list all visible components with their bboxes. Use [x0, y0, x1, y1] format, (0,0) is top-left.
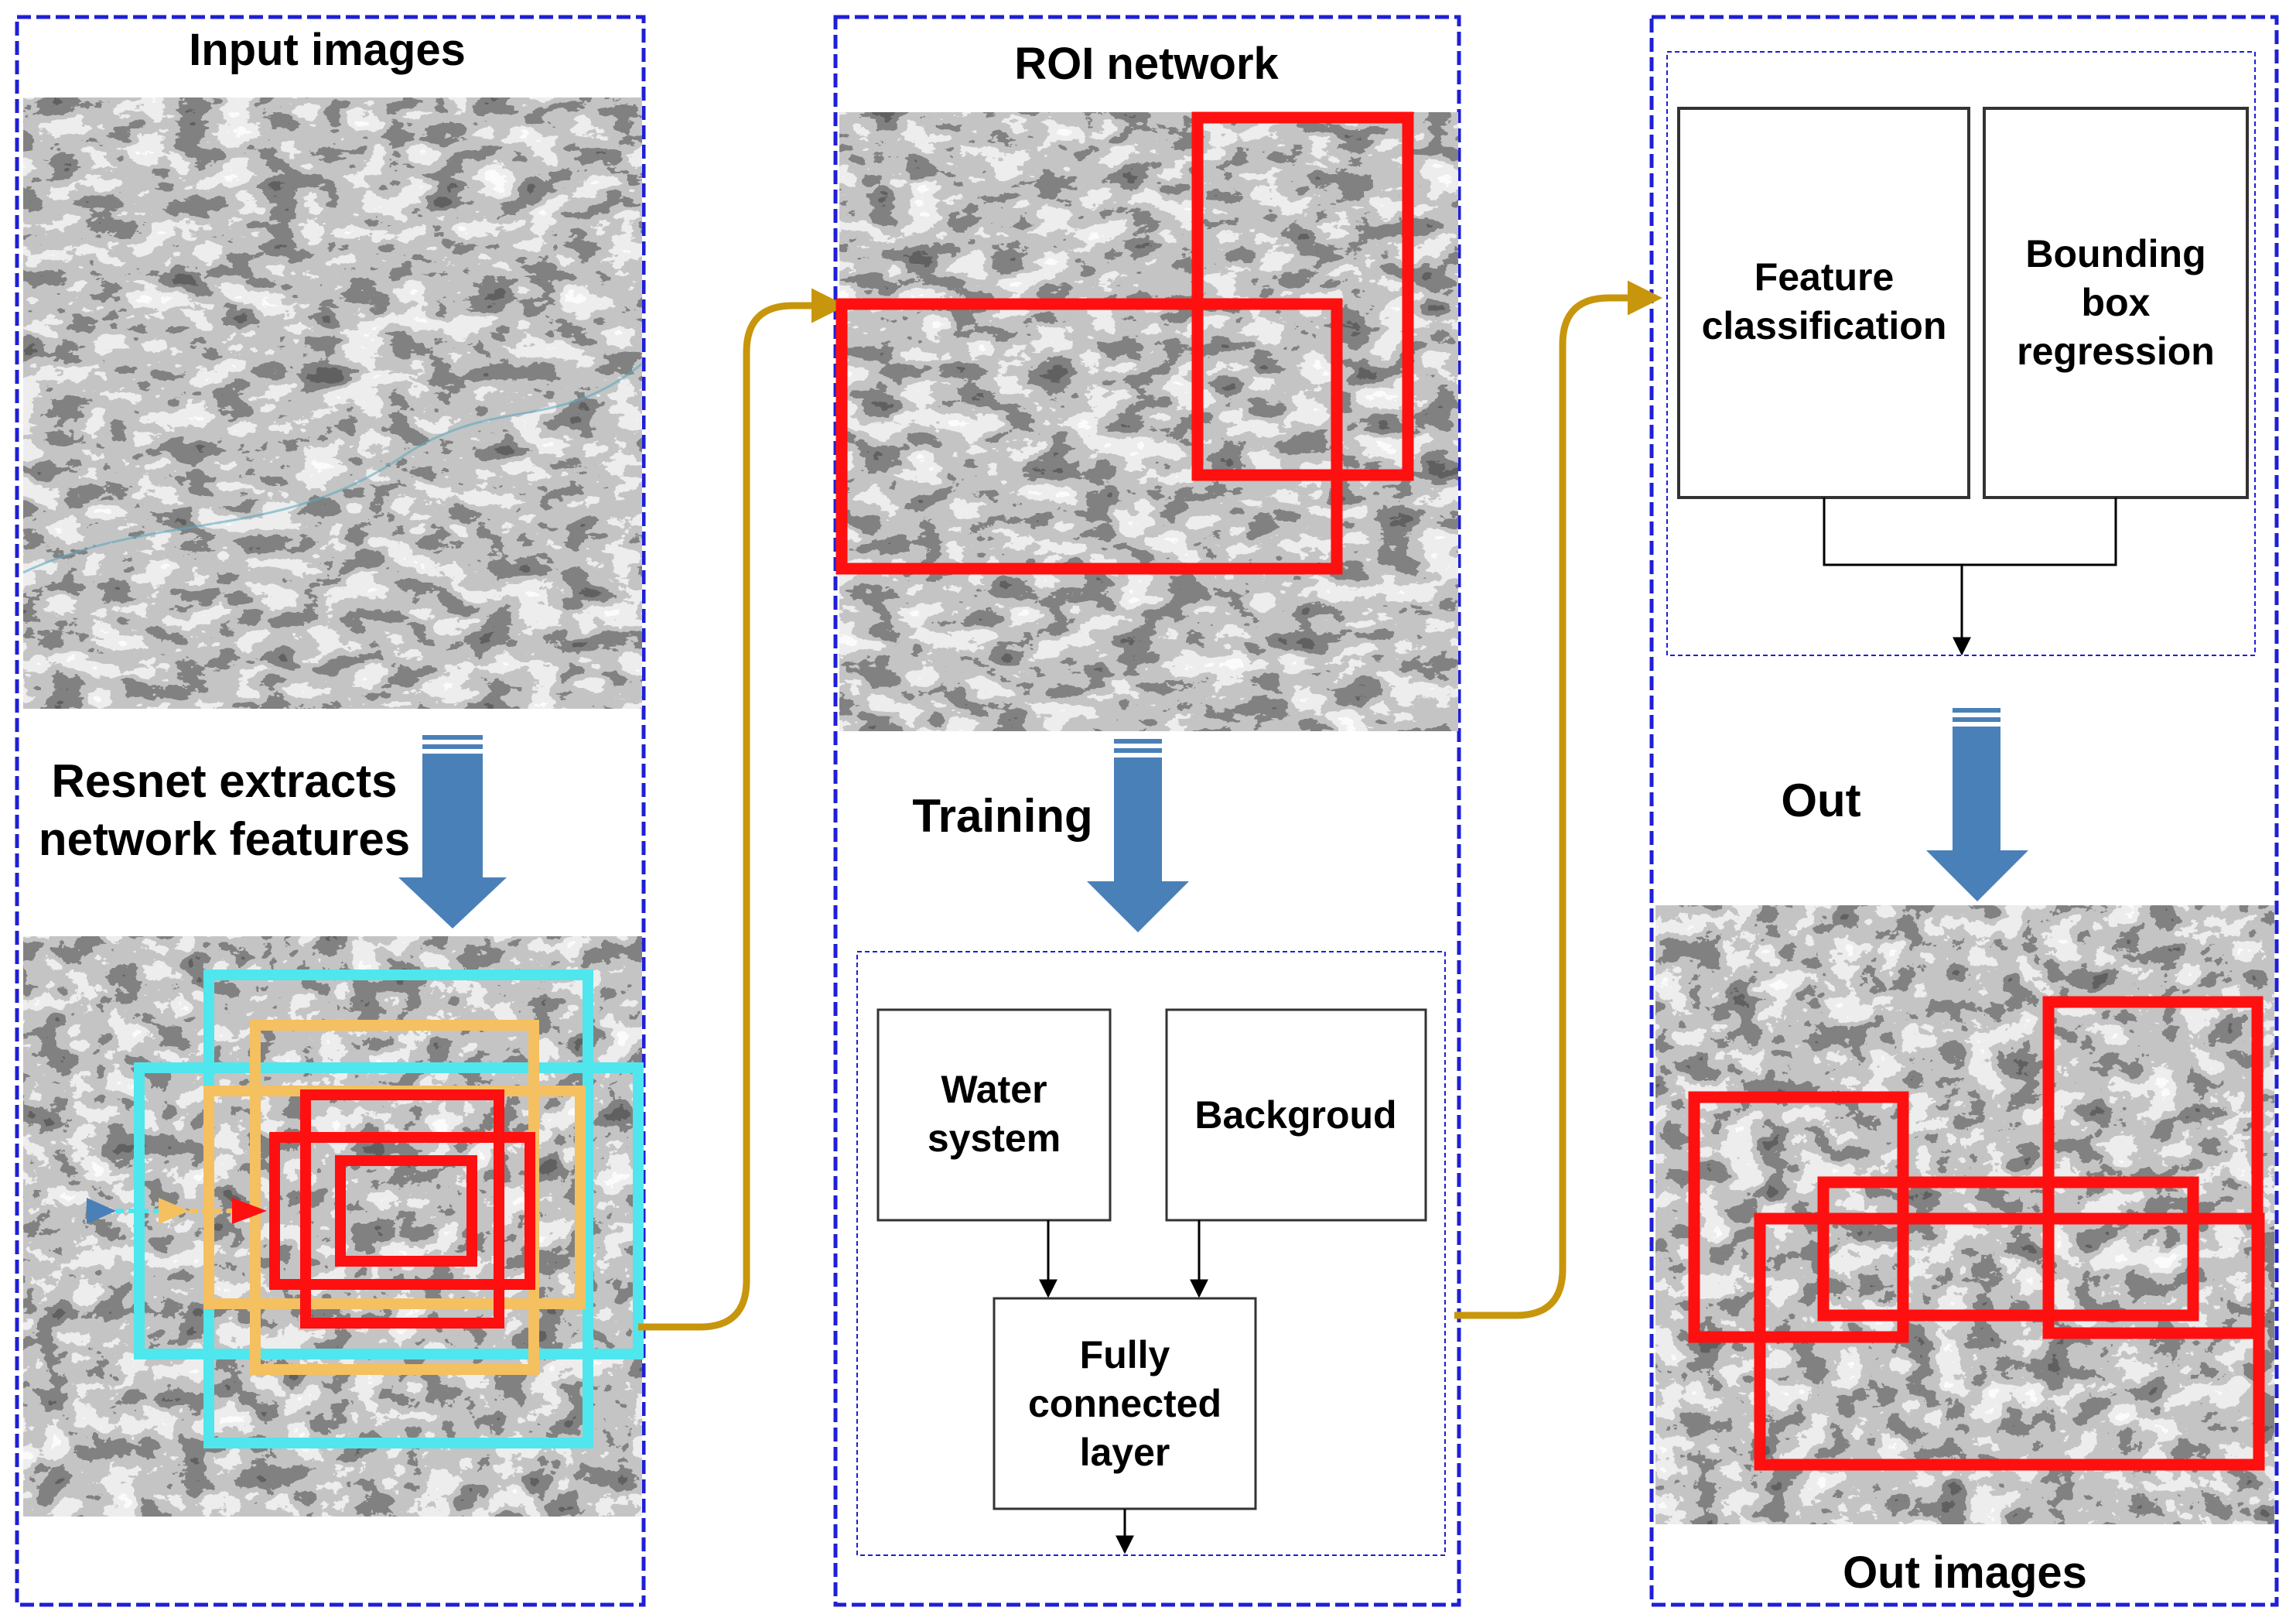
training-down-arrow	[1087, 739, 1189, 932]
roi-red-box	[1191, 111, 1414, 481]
output-footer: Out images	[1843, 1547, 2087, 1598]
background-box	[1165, 1008, 1427, 1222]
output-red-box	[2042, 996, 2264, 1339]
cyan-anchor-box	[134, 1062, 644, 1359]
flow-arrow-1	[638, 288, 846, 1331]
red-anchor-box	[269, 1132, 535, 1290]
output-red-box	[1817, 1176, 2199, 1322]
red-anchor-box	[300, 1089, 504, 1329]
yellow-pointer-icon	[159, 1198, 190, 1224]
roi-terrain-image	[839, 112, 1458, 731]
water-system-line2: system	[928, 1117, 1061, 1160]
water-system-box	[876, 1008, 1112, 1222]
feature-classification-box	[1677, 107, 1970, 499]
feature-classification-line2: classification	[1702, 304, 1947, 347]
water-system-line1: Water	[941, 1068, 1047, 1111]
flow-arrow-2	[1454, 280, 1662, 1319]
panel2-title: ROI network	[1014, 39, 1279, 89]
bbox-regression-line1: Bounding	[2025, 232, 2205, 275]
training-group-frame	[856, 951, 1446, 1556]
fc-line1: Fully	[1080, 1333, 1170, 1376]
resnet-label-line1: Resnet extracts	[52, 755, 398, 807]
out-down-arrow	[1926, 708, 2028, 901]
input-terrain-image	[22, 97, 643, 709]
merge-connector	[1823, 498, 2117, 654]
feature-classification-line1: Feature	[1754, 255, 1895, 299]
panel-roi	[833, 15, 1461, 1607]
fc-line2: connected	[1028, 1382, 1221, 1425]
background-label: Backgroud	[1194, 1093, 1396, 1137]
roi-red-box	[835, 298, 1343, 575]
bbox-regression-line2: box	[2082, 281, 2151, 324]
resnet-label-line2: network features	[39, 813, 410, 865]
anchor-boxes	[87, 970, 644, 1448]
training-label: Training	[912, 790, 1092, 842]
red-pointer-icon	[232, 1198, 267, 1224]
fc-line3: layer	[1080, 1431, 1170, 1474]
out-label: Out	[1781, 775, 1860, 826]
panel-output	[1649, 15, 2279, 1607]
resnet-down-arrow	[398, 735, 507, 928]
red-anchor-box	[335, 1155, 477, 1267]
panel1-title: Input images	[189, 25, 466, 75]
bbox-regression-line3: regression	[2017, 330, 2215, 373]
bbox-regression-box	[1983, 107, 2249, 499]
blue-pointer-icon	[87, 1198, 116, 1224]
output-red-box	[1754, 1212, 2265, 1471]
panel-input	[15, 15, 646, 1607]
fully-connected-box	[993, 1297, 1257, 1510]
